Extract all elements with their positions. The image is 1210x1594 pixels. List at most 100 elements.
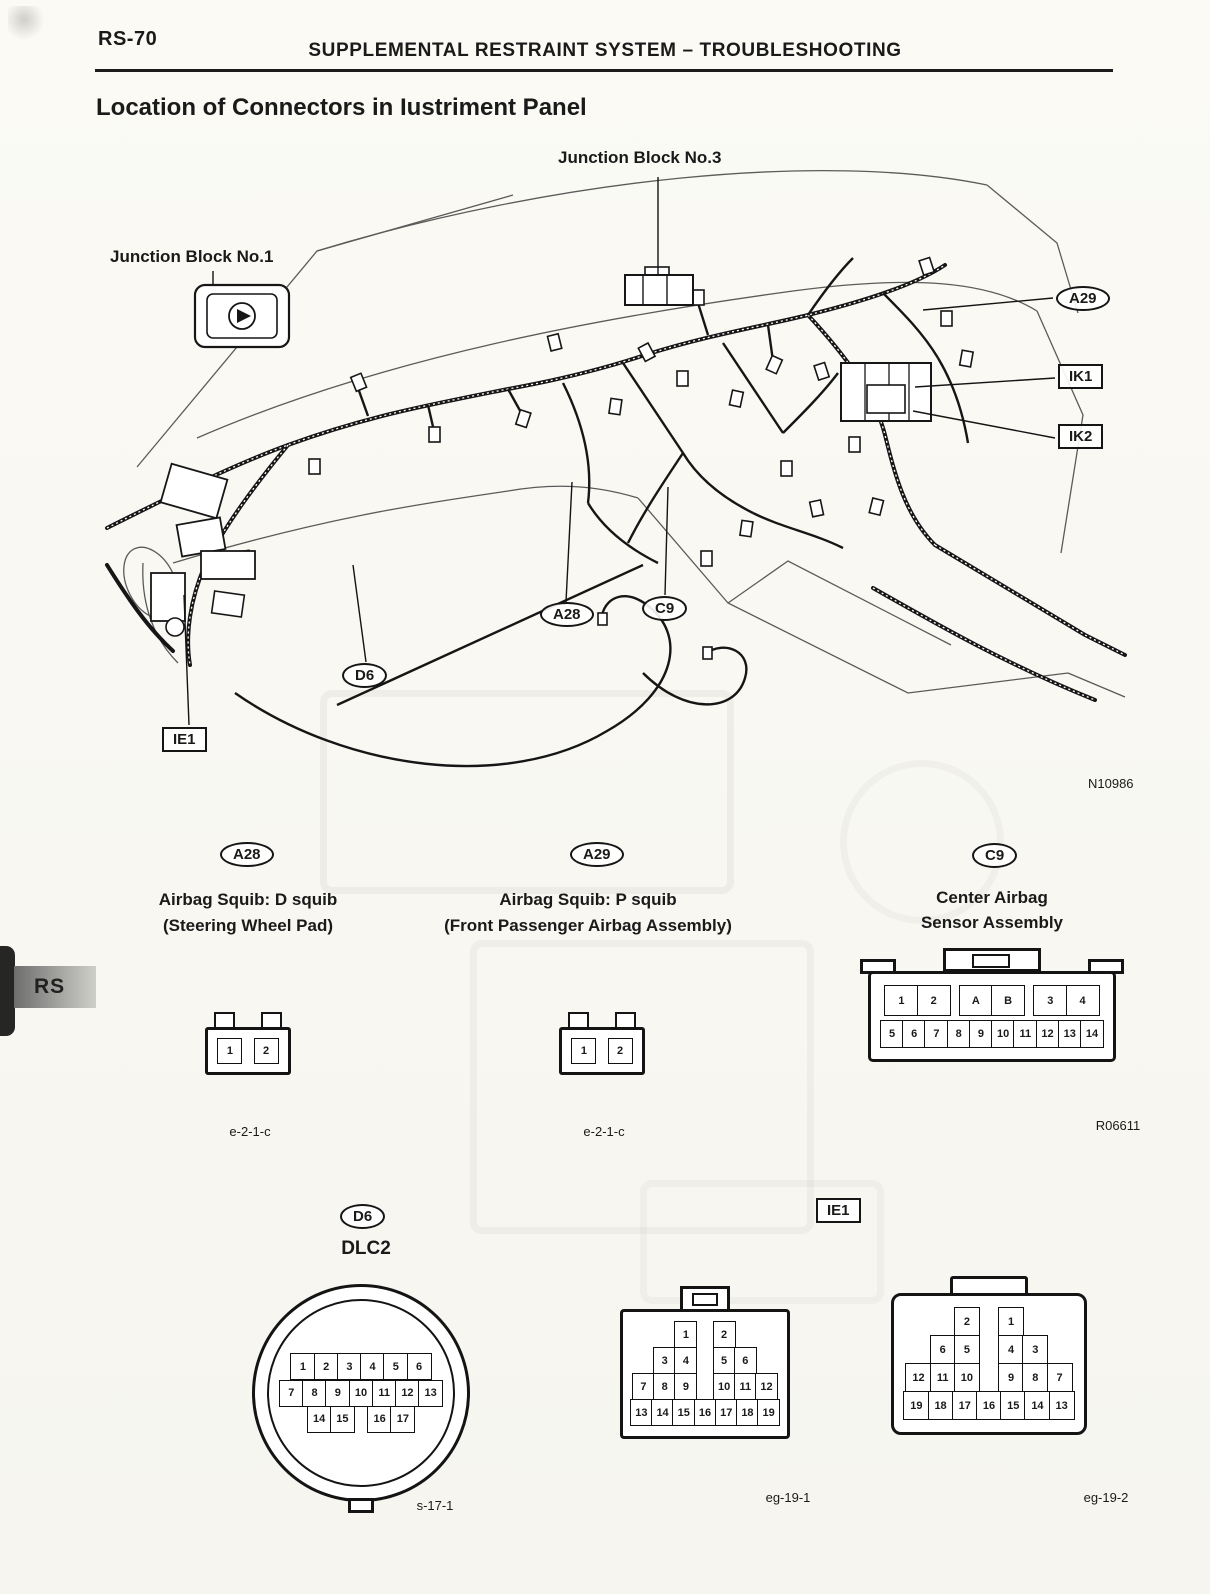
c9-title-line2: Sensor Assembly — [920, 913, 1064, 932]
callout-ik1: IK1 — [1058, 364, 1104, 389]
pin-cell: 1 — [217, 1038, 243, 1065]
a29-title-line1: Airbag Squib: P squib — [499, 890, 677, 909]
pin-cell: 11 — [733, 1373, 757, 1401]
pin-cell: 14 — [651, 1399, 675, 1427]
pin-cell: 11 — [371, 1379, 397, 1407]
section-title: Location of Connectors in Iustriment Pan… — [96, 94, 587, 121]
pin-cell: 4 — [674, 1347, 698, 1375]
pin-cell: B — [991, 985, 1026, 1017]
pin-cell: 5 — [383, 1353, 409, 1381]
a28-title-line2: (Steering Wheel Pad) — [162, 916, 334, 935]
pin-cell: 4 — [998, 1335, 1025, 1365]
pin-cell: 9 — [325, 1379, 351, 1407]
pin-cell: 9 — [674, 1373, 698, 1401]
pin-cell: 15 — [672, 1399, 696, 1427]
pin-cell: 16 — [367, 1405, 393, 1433]
pin-cell: 10 — [348, 1379, 374, 1407]
pin-cell: 2 — [313, 1353, 339, 1381]
pin-cell: 8 — [946, 1020, 971, 1049]
pin-cell: 15 — [1000, 1391, 1027, 1421]
pin-cell: 14 — [1079, 1020, 1104, 1049]
pin-cell: 13 — [418, 1379, 444, 1407]
pin-cell: 6 — [929, 1335, 956, 1365]
detail-callout-d6: D6 — [340, 1204, 386, 1229]
bleedthrough-artifact — [470, 940, 814, 1234]
a28-title-line1: Airbag Squib: D squib — [158, 890, 338, 909]
figure-reference: N10986 — [1088, 776, 1134, 791]
pin-cell: 6 — [733, 1347, 757, 1375]
pin-cell: 2 — [607, 1038, 633, 1065]
connector-keying-tab — [348, 1498, 374, 1513]
pin-cell: 6 — [406, 1353, 432, 1381]
pin-cell: 17 — [390, 1405, 416, 1433]
pin-cell: 10 — [991, 1020, 1016, 1049]
pin-cell: 3 — [1022, 1335, 1049, 1365]
pin-cell: 12 — [394, 1379, 420, 1407]
connector-latch — [854, 948, 1130, 974]
bleedthrough-artifact — [640, 1180, 884, 1304]
pin-cell: 3 — [336, 1353, 362, 1381]
pin-cell: 1 — [674, 1321, 698, 1349]
pin-gap — [596, 1038, 609, 1064]
callout-d6: D6 — [342, 663, 388, 688]
pin-cell: 13 — [1057, 1020, 1082, 1049]
pin-cell: 16 — [976, 1391, 1002, 1421]
callout-a29: A29 — [1056, 286, 1110, 311]
pin-cell: 19 — [757, 1399, 781, 1427]
dlc2-connector-code: s-17-1 — [416, 1498, 454, 1513]
pin-cell: 16 — [693, 1399, 717, 1427]
pin-cell: 2 — [712, 1321, 736, 1349]
bleedthrough-artifact — [840, 760, 1004, 924]
pin-cell: 2 — [953, 1307, 980, 1337]
dlc2-label: DLC2 — [341, 1238, 391, 1259]
pin-cell: 7 — [631, 1373, 655, 1401]
pin-cell: 7 — [1046, 1363, 1073, 1393]
pin-cell: 4 — [360, 1353, 386, 1381]
pin-cell: 9 — [998, 1363, 1025, 1393]
pin-cell: 17 — [714, 1399, 738, 1427]
callout-ik2: IK2 — [1058, 424, 1104, 449]
pin-gap — [697, 1321, 714, 1348]
a29-connector-code: e-2-1-c — [583, 1124, 625, 1139]
pin-cell: 14 — [1024, 1391, 1051, 1421]
pin-cell: A — [958, 985, 993, 1017]
pin-cell: 19 — [903, 1391, 930, 1421]
pin-cell: 18 — [735, 1399, 759, 1427]
detail-callout-c9: C9 — [972, 843, 1018, 868]
scan-artifact — [0, 946, 15, 1036]
pin-cell: 12 — [1035, 1020, 1060, 1049]
pin-cell: 8 — [302, 1379, 328, 1407]
pin-cell: 5 — [953, 1335, 980, 1365]
pin-cell: 3 — [1033, 985, 1068, 1017]
pin-cell: 7 — [278, 1379, 304, 1407]
scan-artifact — [8, 6, 48, 40]
pin-cell: 6 — [902, 1020, 927, 1049]
ie1-connector-code: eg-19-2 — [1083, 1490, 1129, 1505]
pin-cell: 10 — [953, 1363, 980, 1393]
pin-cell: 13 — [629, 1399, 653, 1427]
pin-cell: 12 — [905, 1363, 932, 1393]
eg-19-1-connector-code: eg-19-1 — [765, 1490, 811, 1505]
pin-gap — [697, 1373, 714, 1400]
